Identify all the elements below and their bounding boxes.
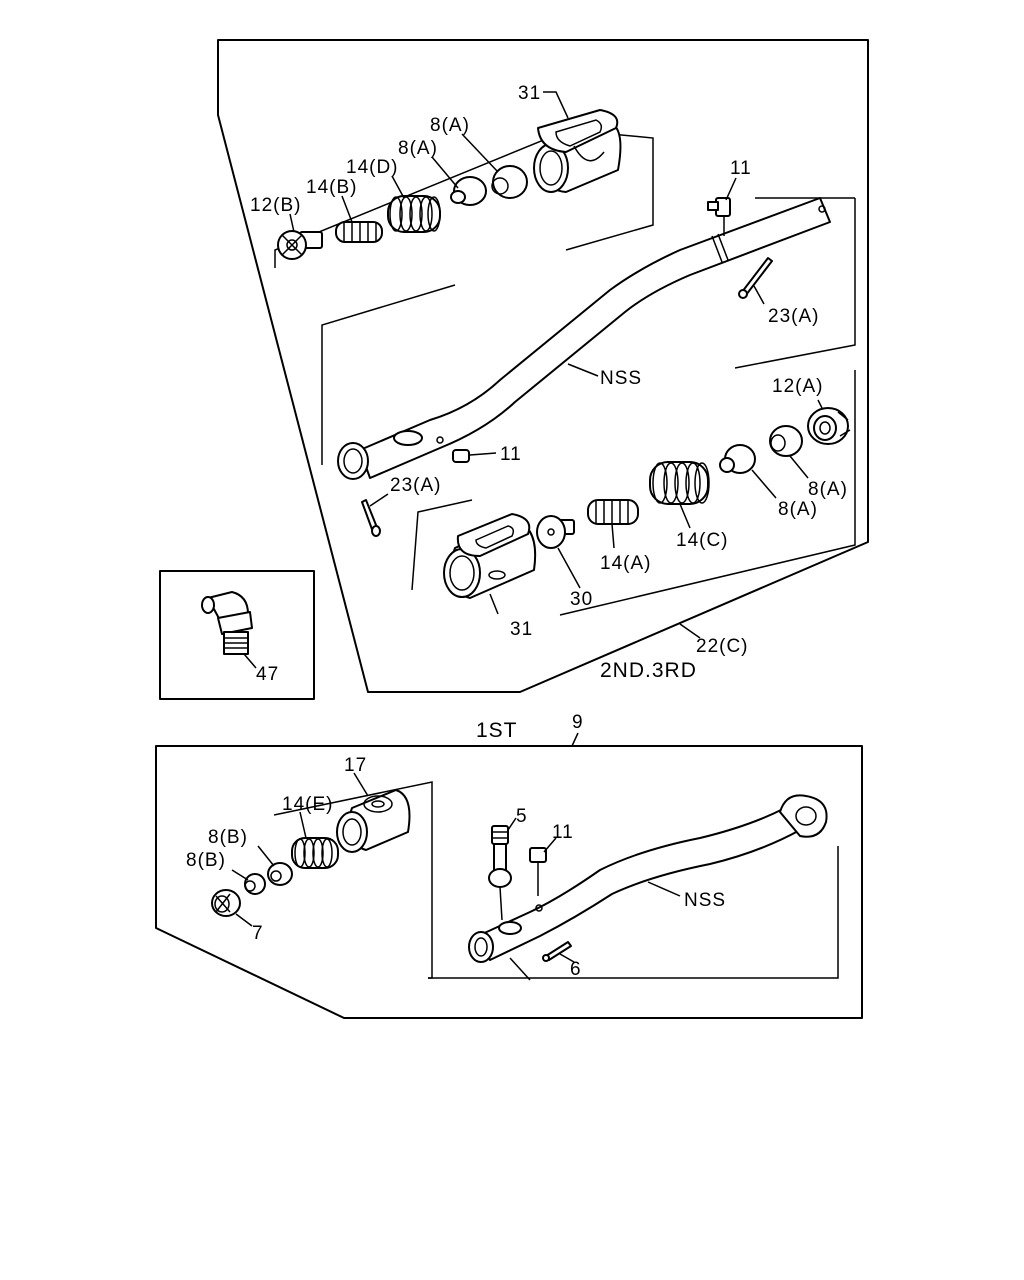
group-label-1st: 1ST [476,719,518,742]
part-6-pin [542,941,572,962]
part-12b-knob [277,230,323,260]
group-ref-9: 9 [572,712,584,733]
callout-11-low: 11 [552,822,574,843]
part-14e-spring [291,837,339,869]
callout-8a-1: 8(A) [430,115,470,136]
callout-8a-2: 8(A) [398,138,438,159]
part-12a-knob [807,407,851,445]
callout-14b: 14(B) [306,177,357,198]
fitting-47-frame [159,570,315,700]
part-14c-spring [649,461,710,505]
callout-8a-3: 8(A) [808,479,848,500]
part-11-fitting-lower [529,847,547,896]
callout-8b-2: 8(B) [186,850,226,871]
callout-14a: 14(A) [600,553,651,574]
callout-22c: 22(C) [696,636,749,657]
part-31-bracket-bottom [443,513,537,599]
part-14d-spring [387,195,441,233]
lower-shift-rod [468,794,828,963]
callout-31-top: 31 [518,83,541,104]
part-14b-spring [335,221,383,243]
upper-tube-frame [321,284,456,465]
part-5-plunger [488,825,512,921]
upper-group-frame [217,39,869,693]
callout-31-bottom: 31 [510,619,533,640]
upper-tube-frame-right [734,198,856,369]
upper-shift-rod [337,197,831,480]
label-nss-upper: NSS [600,368,642,389]
callout-8a-4: 8(A) [778,499,818,520]
part-8b-seat-1 [267,862,293,886]
label-nss-lower: NSS [684,890,726,911]
part-11-fitting-mid [452,449,470,463]
part-23a-pin-right [738,257,773,299]
part-31-bracket-top [533,109,622,193]
callout-23a-left: 23(A) [390,475,441,496]
callout-17: 17 [344,755,367,776]
callout-12a: 12(A) [772,376,823,397]
callout-30: 30 [570,589,593,610]
part-8a-seat-lower-1 [769,425,803,457]
part-7-knob [211,889,241,917]
callout-5: 5 [516,806,528,827]
callout-11-top: 11 [730,158,752,179]
part-8b-seat-2 [244,873,266,895]
upper-bottom-parts-frame [411,499,473,591]
lower-group-frame [155,745,863,1019]
callout-23a-right: 23(A) [768,306,819,327]
group-label-2nd-3rd: 2ND.3RD [600,659,697,682]
callout-47: 47 [256,664,279,685]
part-47-grease-fitting [201,591,253,655]
part-14a-spring [587,499,639,525]
part-8a-seat-upper-2 [491,165,528,199]
callout-14d: 14(D) [346,157,399,178]
lower-rod-frame [428,846,839,979]
callout-14e: 14(E) [282,794,333,815]
callout-12b: 12(B) [250,195,301,216]
part-11-fitting-top [707,197,731,236]
callout-8b-1: 8(B) [208,827,248,848]
part-30-plunger [536,515,575,549]
part-8a-seat-upper-1 [450,176,487,206]
callout-6: 6 [570,959,582,980]
callout-14c: 14(C) [676,530,729,551]
part-23a-pin-left [361,499,381,537]
callout-7: 7 [252,923,264,944]
part-17-bracket [336,789,411,853]
callout-11-mid: 11 [500,444,522,465]
part-8a-seat-lower-2 [719,444,756,474]
